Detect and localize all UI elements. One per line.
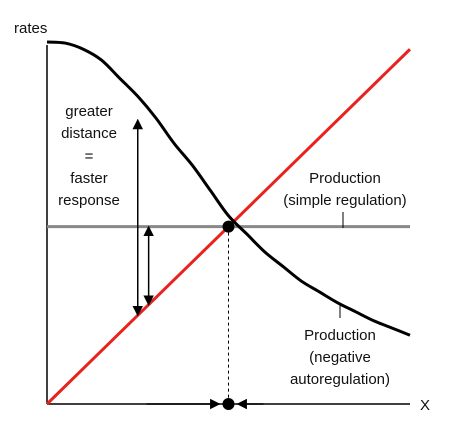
simple-label-line1: Production — [309, 170, 381, 187]
annotation-distance: distance — [61, 125, 117, 142]
series-negative-autoregulation-curve — [46, 40, 411, 337]
x-axis-label: X — [420, 397, 430, 414]
negative-label-line3: autoregulation) — [290, 371, 390, 388]
annotation-greater: greater — [65, 103, 113, 120]
negative-label-line2: (negative — [309, 349, 371, 366]
steady-state-point — [222, 220, 235, 233]
simple-label-line2: (simple regulation) — [283, 192, 406, 209]
steady-state-axis-point — [222, 398, 235, 410]
negative-label-line1: Production — [304, 327, 376, 344]
annotation-faster: faster — [70, 170, 108, 187]
annotation-response: response — [58, 192, 120, 209]
annotation-equals: = — [85, 148, 94, 165]
y-axis-label: rates — [14, 20, 47, 37]
